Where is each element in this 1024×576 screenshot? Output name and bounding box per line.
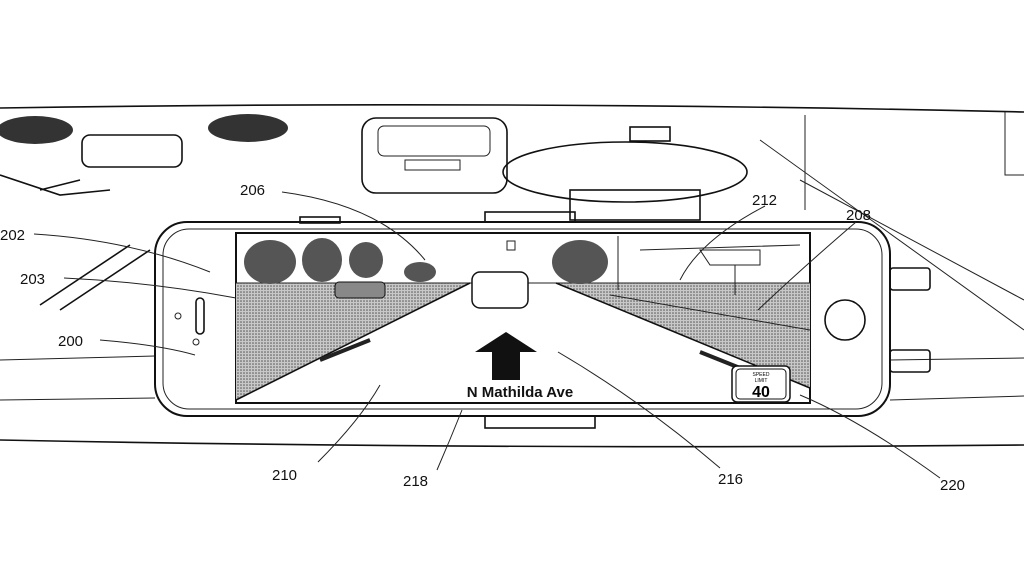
svg-text:LIMIT: LIMIT	[755, 378, 768, 384]
background-scene	[0, 104, 1024, 448]
speed-limit-sign: SPEED LIMIT 40	[731, 365, 791, 403]
car-icon	[334, 271, 529, 309]
home-button[interactable]	[824, 299, 866, 341]
speaker	[195, 297, 205, 335]
label-212: 212	[752, 192, 777, 209]
arrow-up-icon	[475, 332, 537, 380]
tree-icon	[244, 238, 608, 284]
label-206: 206	[240, 182, 265, 199]
svg-text:SPEED: SPEED	[753, 372, 770, 378]
label-216: 216	[718, 471, 743, 488]
label-202: 202	[0, 227, 25, 244]
screen: N Mathilda Ave SPEED LIMIT 40	[235, 232, 811, 404]
label-218: 218	[403, 473, 428, 490]
reference-labels: 206 202 203 200 212 208 210 218 216 220	[0, 182, 965, 494]
label-208: 208	[846, 207, 871, 224]
mirror	[502, 141, 748, 203]
label-210: 210	[272, 467, 297, 484]
label-200: 200	[58, 333, 83, 350]
svg-text:40: 40	[752, 384, 770, 401]
camera	[174, 312, 182, 320]
street-name: N Mathilda Ave	[467, 384, 573, 401]
car-icon	[81, 117, 508, 194]
tree-icon	[0, 114, 288, 144]
label-203: 203	[20, 271, 45, 288]
label-220: 220	[940, 477, 965, 494]
